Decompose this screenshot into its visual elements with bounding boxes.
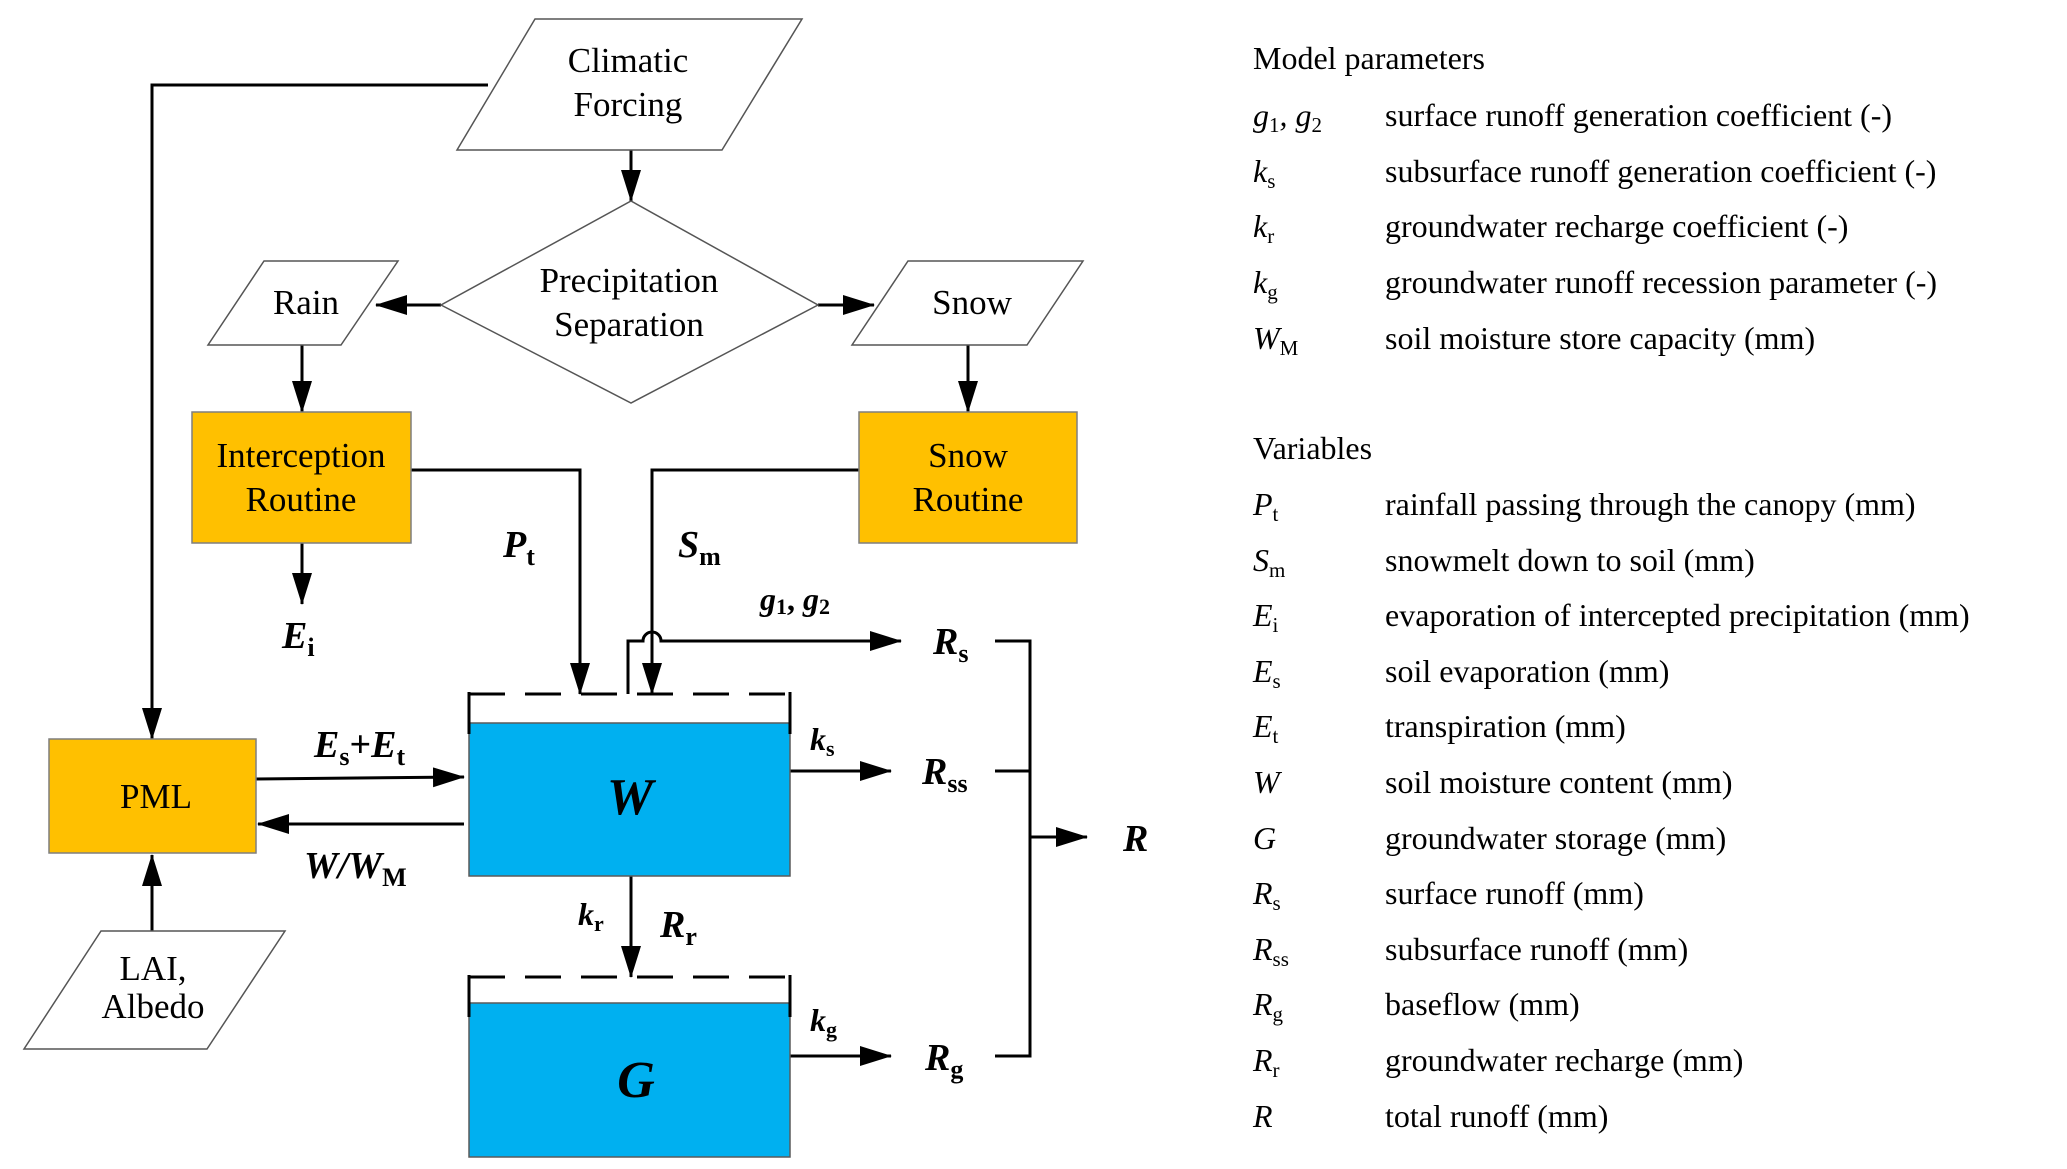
interception-routine-node (191, 411, 412, 544)
variable-row: Rr groundwater recharge (mm) (1253, 1042, 2053, 1086)
kr-label: kr (578, 896, 604, 936)
variables-title: Variables (1253, 430, 1373, 466)
variable-row: Rs surface runoff (mm) (1253, 875, 2053, 919)
legend-symbol: R (1253, 1097, 1273, 1134)
legend-description: groundwater runoff recession parameter (… (1385, 264, 1938, 301)
snow-node (850, 260, 1085, 346)
legend-description: subsurface runoff (mm) (1385, 930, 1689, 967)
legend-description: total runoff (mm) (1385, 1097, 1609, 1134)
pml-node (48, 738, 257, 854)
rr-label: Rr (659, 904, 697, 951)
legend-symbol: Et (1253, 708, 1279, 749)
es-et-label: Es+Et (313, 724, 406, 771)
variable-row: Pt rainfall passing through the canopy (m… (1253, 486, 2053, 530)
runoff-bracket (995, 639, 1032, 1058)
variable-row: Es soil evaporation (mm) (1253, 653, 2053, 697)
pt-label: Pt (502, 524, 535, 571)
legend-description: snowmelt down to soil (mm) (1385, 541, 1755, 578)
legend-symbol: kr (1253, 208, 1275, 249)
kg-label: kg (810, 1002, 837, 1042)
legend-symbol: Sm (1253, 541, 1286, 582)
groundwater-store-label: G (617, 1052, 655, 1109)
rain-label: Rain (273, 283, 339, 322)
legend-symbol: Pt (1253, 486, 1279, 526)
legend-description: groundwater recharge (mm) (1385, 1042, 1744, 1078)
arrow-pml-to-soil (255, 767, 465, 788)
legend-symbol: Rss (1253, 930, 1289, 971)
legend-symbol: Rr (1253, 1042, 1280, 1082)
precipitation-separation-node (439, 200, 820, 404)
legend-symbol: W (1253, 764, 1280, 800)
variable-row: Rss subsurface runoff (mm) (1253, 931, 2053, 975)
w-wm-label: W/WM (304, 845, 407, 892)
sm-label: Sm (678, 524, 721, 571)
snow-label: Snow (932, 283, 1012, 322)
legend-description: subsurface runoff generation coefficient… (1385, 152, 1937, 189)
legend-symbol: WM (1253, 319, 1299, 360)
model-parameter-row: WM soil moisture store capacity (mm) (1253, 320, 2053, 364)
model-parameter-row: g1, g2 surface runoff generation coeffici… (1253, 97, 2053, 141)
model-parameter-row: kg groundwater runoff recession parameter… (1253, 264, 2053, 308)
rg-label: Rg (924, 1037, 963, 1084)
legend-description: baseflow (mm) (1385, 986, 1580, 1023)
soil-store-label: W (607, 769, 657, 826)
legend-description: transpiration (mm) (1385, 708, 1626, 745)
legend-description: soil moisture content (mm) (1385, 764, 1733, 800)
legend-description: evaporation of intercepted precipitation… (1385, 597, 1970, 634)
model-parameter-row: kr groundwater recharge coefficient (-) (1253, 208, 2053, 252)
legend-description: soil evaporation (mm) (1385, 652, 1670, 689)
legend-symbol: kg (1253, 264, 1278, 305)
rain-node (206, 260, 400, 346)
r-label: R (1122, 818, 1148, 860)
legend-description: groundwater recharge coefficient (-) (1385, 208, 1849, 245)
model-parameters-title: Model parameters (1253, 40, 1485, 76)
groundwater-store (467, 975, 792, 1158)
connectors (142, 83, 1088, 1066)
ks-label: ks (810, 721, 835, 761)
lai-albedo-node (22, 930, 287, 1050)
legend-symbol: Rs (1253, 875, 1281, 916)
legend-description: soil moisture store capacity (mm) (1385, 319, 1816, 356)
legend-symbol: g1, g2 (1253, 97, 1322, 137)
legend-symbol: Es (1253, 652, 1281, 693)
snow-routine-node (858, 411, 1078, 544)
soil-moisture-store (467, 692, 792, 877)
variable-row: Sm snowmelt down to soil (mm) (1253, 542, 2053, 586)
arrow-soil-to-rs (626, 630, 902, 694)
legend-symbol: Rg (1253, 986, 1284, 1027)
g1-g2-label: g1, g2 (759, 581, 830, 619)
arrow-climatic-to-pml (142, 83, 488, 740)
climatic-forcing-node (455, 18, 804, 151)
legend-description: surface runoff (mm) (1385, 875, 1644, 912)
arrow-pt-to-soil (411, 468, 590, 695)
legend-symbol: ks (1253, 152, 1276, 193)
variable-row: Ei evaporation of intercepted precipitati… (1253, 597, 2053, 641)
legend-description: groundwater storage (mm) (1385, 819, 1727, 856)
lai-albedo-label: LAI,Albedo (101, 949, 204, 1026)
rs-label: Rs (932, 621, 968, 668)
model-parameter-row: ks subsurface runoff generation coefficie… (1253, 153, 2053, 197)
pml-label: PML (120, 777, 192, 816)
rss-label: Rss (921, 751, 968, 798)
ei-label: Ei (281, 615, 315, 662)
legend-symbol: Ei (1253, 597, 1279, 638)
legend-description: rainfall passing through the canopy (mm) (1385, 486, 1916, 522)
variable-row: Rg baseflow (mm) (1253, 986, 2053, 1030)
variable-row: Et transpiration (mm) (1253, 708, 2053, 752)
legend-description: surface runoff generation coefficient (-… (1385, 97, 1892, 133)
legend-symbol: G (1253, 819, 1277, 856)
arrow-sm-to-soil (642, 468, 859, 695)
